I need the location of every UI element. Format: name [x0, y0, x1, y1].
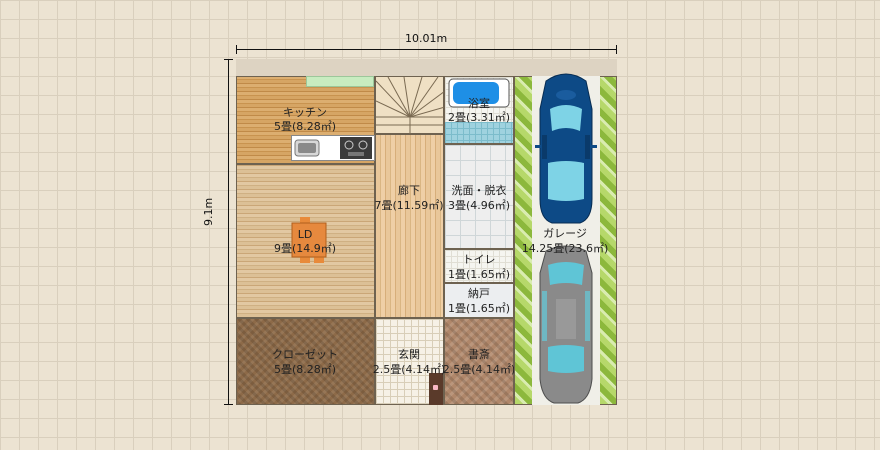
- bath-wash-area: [445, 122, 513, 143]
- storage-area: 1畳(1.65㎡): [447, 302, 511, 315]
- width-dimension-line: [236, 49, 617, 50]
- room-closet[interactable]: [236, 318, 375, 405]
- washroom-area: 3畳(4.96㎡): [447, 199, 511, 212]
- width-dimension-tick-right: [616, 45, 617, 54]
- closet-area: 5畳(8.28㎡): [273, 363, 337, 376]
- sink-icon: [294, 139, 320, 157]
- garage-name: ガレージ: [543, 227, 587, 240]
- top-wall-band: [236, 59, 617, 76]
- room-hallway[interactable]: [375, 134, 444, 318]
- car-icon[interactable]: [534, 243, 598, 405]
- height-dimension-tick-top: [224, 59, 233, 60]
- door-icon[interactable]: [429, 373, 443, 405]
- study-name: 書斎: [468, 348, 490, 361]
- closet-name: クローゼット: [272, 348, 338, 361]
- kitchen-counter: [306, 76, 374, 87]
- kitchen-name: キッチン: [283, 106, 327, 119]
- toilet-area: 1畳(1.65㎡): [447, 268, 511, 281]
- stairs-icon: [376, 77, 445, 135]
- room-washroom[interactable]: [444, 144, 514, 249]
- height-dimension-line: [228, 59, 229, 405]
- width-dimension-tick-left: [236, 45, 237, 54]
- room-toilet[interactable]: [444, 249, 514, 283]
- stairs[interactable]: [375, 76, 445, 135]
- study-area: 2.5畳(4.14㎡): [442, 363, 516, 376]
- room-study[interactable]: [444, 318, 514, 405]
- ld-name: LD: [297, 228, 313, 241]
- stove-icon: [340, 137, 372, 159]
- hallway-name: 廊下: [398, 184, 420, 197]
- bathroom-area: 2畳(3.31㎡): [447, 111, 511, 124]
- storage-name: 納戸: [468, 287, 490, 300]
- toilet-name: トイレ: [462, 253, 496, 266]
- room-storage[interactable]: [444, 283, 514, 318]
- washroom-name: 洗面・脱衣: [451, 184, 507, 197]
- kitchen-area: 5畳(8.28㎡): [273, 120, 337, 133]
- garage-area: 14.25畳(23.6㎡): [521, 242, 609, 255]
- entrance-area: 2.5畳(4.14㎡): [372, 363, 446, 376]
- hallway-area: 7畳(11.59㎡): [374, 199, 444, 212]
- floorplan: キッチン 5畳(8.28㎡) 浴室 2畳(3.31㎡): [236, 59, 617, 405]
- height-dimension-tick-bottom: [224, 404, 233, 405]
- ld-area: 9畳(14.9㎡): [273, 242, 337, 255]
- width-dimension-label: 10.01m: [405, 32, 448, 45]
- height-dimension-label: 9.1m: [202, 197, 215, 226]
- entrance-name: 玄関: [398, 348, 420, 361]
- bathtub-icon: [448, 78, 510, 108]
- table-icon[interactable]: [288, 217, 328, 263]
- bathroom-name: 浴室: [468, 97, 490, 110]
- car-icon[interactable]: [532, 69, 600, 229]
